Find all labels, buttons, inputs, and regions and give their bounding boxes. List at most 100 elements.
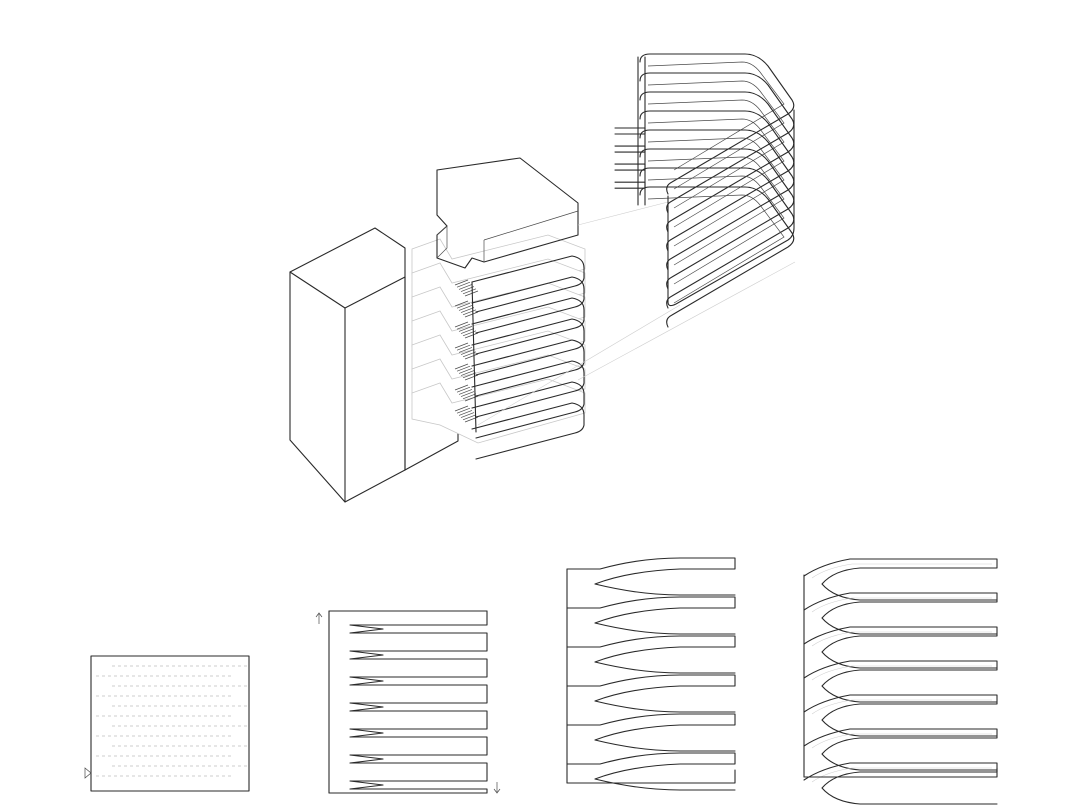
slab-front-edge [471,297,585,355]
spread-strip [566,752,736,791]
building-mass [289,227,459,503]
stair-tread [454,384,469,391]
stair-tread [460,370,475,376]
curled-strip [803,694,998,737]
stair-tread [464,374,479,381]
slab-front-edge [471,381,585,439]
projection-lines [477,201,796,426]
stair-tread [458,368,473,374]
stair-tread [458,326,473,332]
stair-tread [456,365,471,372]
fold-arrow-icon [84,767,92,779]
stair-tread [464,311,479,318]
slab-front-edge [471,360,585,418]
arrow-down-icon [493,782,501,794]
spread-strip [566,557,736,596]
strip-edge [803,767,998,778]
stair-tread [454,405,469,412]
curled-strip [803,728,998,771]
stair-tread [458,284,473,290]
strip-edge [566,769,736,784]
stair-tread [464,290,479,297]
stair-tread [460,328,475,334]
stair-tread [454,279,469,286]
curled-strip [803,626,998,669]
spread-strip [566,596,736,635]
railing-loop-inner [647,156,785,266]
front-slab-edges [471,255,585,460]
stair-tread [456,281,471,288]
step-3-spread-strips [566,557,736,791]
slit-strip [349,688,488,716]
railing-loop-inner [647,99,785,209]
stair-tread [458,305,473,311]
railing-loop-inner [647,118,785,228]
slit-strip [349,636,488,664]
stair-tread [464,395,479,402]
curled-strip [803,660,998,703]
curled-strip-inner [811,563,992,579]
curled-strip-inner [811,665,992,681]
railing-frame [667,109,795,307]
slab-front-column [471,281,477,433]
railing-loop-inner [647,80,785,190]
curled-strip [803,558,998,601]
stair-tread [460,391,475,397]
railing-stub [614,163,646,171]
stair-tread [456,386,471,393]
stair-tread [464,353,479,360]
railing-loop-inner [647,61,785,171]
stair-tread [456,323,471,330]
slab-front-edge [471,276,585,334]
slit-strip [349,714,488,742]
railing-stub [614,127,646,135]
stair-tread [458,389,473,395]
ghost-floor-slabs [411,234,586,444]
stair-tread [462,288,477,295]
slab-front-edge [471,255,585,313]
curled-strip [803,592,998,635]
railing-loop-inner [647,137,785,247]
slit-strip [349,610,488,638]
railing-loops [614,53,795,328]
railing-loop-outer [639,167,795,309]
stair-tread [460,307,475,313]
slab-front-edge [471,318,585,376]
stair-tread [464,332,479,339]
slit-strip [349,740,488,768]
railing-stub [614,145,646,153]
slit-strip [349,662,488,690]
stair-tread [454,321,469,328]
railing-loop-inner [647,194,785,304]
arrow-up-icon [315,612,323,624]
curled-strip-inner [811,699,992,715]
curled-strip-inner [811,767,992,783]
stair-tread [456,407,471,414]
railing-loop-outer [639,53,795,195]
roof-slab [436,157,579,269]
stair-tread [454,363,469,370]
railing-loop-outer [639,148,795,290]
spread-strip [566,713,736,752]
stair-tread [460,412,475,418]
slit-strip [349,766,488,794]
railing-stub [614,181,646,189]
railing-loop-outer [639,110,795,252]
step-2-slit-strips [315,610,501,794]
stair-tread [460,349,475,355]
curled-strip-inner [811,631,992,647]
spread-strip [566,635,736,674]
railing-loop-outer [639,72,795,214]
stair-tread [462,393,477,400]
curled-strip [803,762,998,805]
railing-loop-outer [639,91,795,233]
stair-tread [458,410,473,416]
stair-tread [458,347,473,353]
stair-tread [456,302,471,309]
curled-strip-inner [811,733,992,749]
spread-strip [566,674,736,713]
slab-front-edge [471,402,585,460]
stair-tread [456,344,471,351]
